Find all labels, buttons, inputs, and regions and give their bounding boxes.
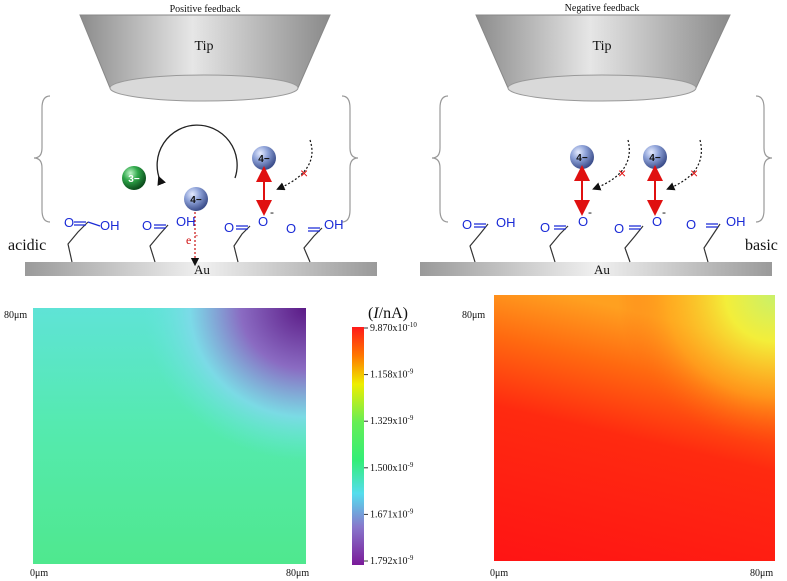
o-atom: O bbox=[540, 220, 550, 235]
o-atom: O bbox=[142, 218, 152, 233]
left-y-max-label: 80μm bbox=[4, 310, 27, 321]
charge: - bbox=[662, 205, 666, 219]
oh-group: OH bbox=[100, 218, 120, 233]
blocked-cross: × bbox=[690, 165, 698, 181]
right-brace-left bbox=[431, 95, 449, 223]
coo-chain-3 bbox=[233, 225, 251, 263]
tip-right: Tip bbox=[475, 14, 731, 102]
colorbar-label: (I/nA) bbox=[368, 305, 408, 322]
o-minus: O bbox=[578, 214, 588, 229]
ferricyanide-ion bbox=[184, 187, 208, 211]
cooh-chain-r1 bbox=[469, 223, 489, 263]
o-atom: O bbox=[224, 220, 234, 235]
electron-label: e bbox=[186, 233, 191, 247]
left-brace-left bbox=[33, 95, 51, 223]
tip-left: Tip bbox=[79, 14, 331, 102]
positive-feedback-panel: Positive feedback Tip Au acidic O OH O O… bbox=[8, 4, 377, 277]
blocked-cross: × bbox=[618, 165, 626, 181]
cooh-chain-1 bbox=[67, 221, 101, 263]
left-brace-right bbox=[341, 95, 359, 223]
positive-feedback-title: Positive feedback bbox=[170, 4, 241, 15]
au-label-left: Au bbox=[194, 262, 210, 277]
colorbar: (I/nA) 9.870x10-10 1.158x10-9 1.329x10-9 1.… bbox=[352, 305, 417, 567]
colorbar-tick-label: 1.158x10-9 bbox=[370, 368, 414, 381]
basic-label: basic bbox=[745, 237, 778, 254]
colorbar-ticks: 9.870x10-10 1.158x10-9 1.329x10-9 1.500x10-… bbox=[364, 321, 417, 567]
ion-charge-4: 4− bbox=[576, 153, 588, 164]
ferricyanide-ion bbox=[643, 145, 667, 169]
blocked-approach-arrow bbox=[666, 139, 702, 191]
negative-feedback-panel: Negative feedback Tip Au basic O OH O O … bbox=[420, 3, 778, 277]
ferricyanide-ion bbox=[570, 145, 594, 169]
oh-group: OH bbox=[324, 217, 344, 232]
oh-group: OH bbox=[726, 214, 746, 229]
coo-chain-r3 bbox=[624, 225, 644, 263]
gold-electrode-left bbox=[25, 262, 377, 276]
cooh-chain-r4 bbox=[703, 223, 721, 263]
blocked-approach-arrow bbox=[592, 139, 630, 191]
right-heatmap: 80μm 0μm 80μm bbox=[462, 295, 775, 579]
right-brace-right bbox=[755, 95, 773, 223]
colorbar-tick-label: 1.500x10-9 bbox=[370, 461, 414, 474]
oh-group: OH bbox=[496, 215, 516, 230]
right-y-max-label: 80μm bbox=[462, 310, 485, 321]
ferricyanide-ion bbox=[252, 146, 276, 170]
tip-label-right: Tip bbox=[593, 39, 612, 54]
o-minus: O bbox=[258, 214, 268, 229]
tip-label-left: Tip bbox=[195, 39, 214, 54]
o-atom: O bbox=[64, 215, 74, 230]
electron-charge: - bbox=[195, 230, 198, 240]
cooh-chain-2 bbox=[149, 224, 169, 263]
o-minus: O bbox=[652, 214, 662, 229]
o-atom: O bbox=[286, 221, 296, 236]
colorbar-tick-label: 1.671x10-9 bbox=[370, 507, 414, 520]
left-heatmap: 80μm 0μm 80μm bbox=[4, 308, 309, 579]
au-label-right: Au bbox=[594, 262, 610, 277]
right-x-min-label: 0μm bbox=[490, 568, 508, 579]
o-atom: O bbox=[462, 217, 472, 232]
gold-electrode-right bbox=[420, 262, 772, 276]
charge: - bbox=[270, 205, 274, 219]
redox-cycle-arrow bbox=[156, 124, 238, 186]
left-x-min-label: 0μm bbox=[30, 568, 48, 579]
coo-chain-r2 bbox=[549, 225, 569, 263]
colorbar-gradient bbox=[352, 327, 364, 565]
left-x-max-label: 80μm bbox=[286, 568, 309, 579]
cooh-chain-4 bbox=[303, 227, 323, 263]
blocked-cross: × bbox=[300, 165, 308, 181]
blocked-approach-arrow bbox=[276, 139, 313, 191]
charge: - bbox=[588, 205, 592, 219]
oh-group: OH bbox=[176, 214, 196, 229]
colorbar-tick-label: 1.792x10-9 bbox=[370, 554, 414, 567]
ion-charge-4: 4− bbox=[190, 195, 202, 206]
o-atom: O bbox=[686, 217, 696, 232]
right-x-max-label: 80μm bbox=[750, 568, 773, 579]
ion-charge-3: 3− bbox=[128, 174, 140, 185]
colorbar-tick-label: 1.329x10-9 bbox=[370, 414, 414, 427]
o-atom: O bbox=[614, 221, 624, 236]
colorbar-tick-label: 9.870x10-10 bbox=[370, 321, 417, 334]
ion-charge-4: 4− bbox=[258, 154, 270, 165]
ion-charge-4: 4− bbox=[649, 153, 661, 164]
acidic-label: acidic bbox=[8, 237, 46, 254]
negative-feedback-title: Negative feedback bbox=[565, 3, 640, 14]
ferrocyanide-ion bbox=[122, 166, 146, 190]
